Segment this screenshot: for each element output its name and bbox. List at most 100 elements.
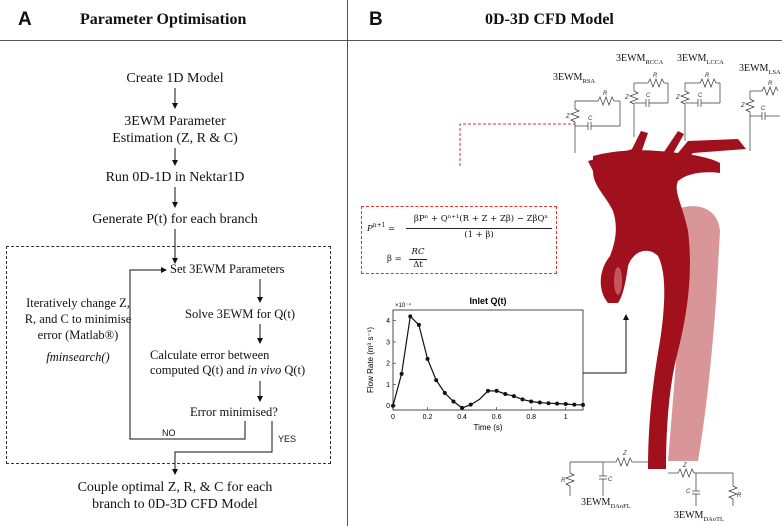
x-tick-label: 0.2 [423,414,433,421]
eq-beta-num: RC [411,247,425,257]
circuit-lsa [745,86,780,151]
step-calc-error-2: computed Q(t) and in vivo Q(t) [150,363,340,378]
lcca-c: C [698,93,703,99]
eq-beta: β = [387,254,402,264]
data-point [486,388,490,393]
circuit-daotl [668,468,738,506]
calc-italic: in vivo [247,363,282,377]
daotl-z: Z [682,463,687,469]
data-point [529,399,534,404]
data-point [425,356,430,361]
eq-beta-bar [409,259,427,260]
loop-no [129,267,246,440]
vessel-branch-rcca [631,131,648,156]
eq-denominator: (1 + β) [464,230,494,240]
side-note-1: Iteratively change Z, [26,296,130,310]
circuit-rcca [629,78,669,137]
chart-title: Inlet Q(t) [470,296,507,306]
y-tick-label: 2 [386,361,390,368]
x-tick-label: 0 [391,414,395,421]
data-point [460,405,465,410]
x-tick-label: 0.4 [457,414,467,421]
optimisation-loop-box [6,246,331,464]
lsa-z: Z [740,103,745,109]
label-3ewm-lsa: 3EWMLSA [739,63,781,76]
daofl-c: C [608,477,613,483]
calc-prefix: computed Q(t) and [150,363,248,377]
panel-a-title: Parameter Optimisation [80,11,247,28]
equation-box: Pn+1 = βPⁿ + Qⁿ⁺¹(R + Z + Zβ) − ZβQⁿ (1 … [361,206,557,274]
lcca-z: Z [675,95,680,101]
lsa-c: C [761,106,766,112]
rsa-z: Z [565,114,570,120]
data-point [511,394,516,399]
data-point [572,402,577,407]
step-couple-1: Couple optimal Z, R, & C for each [77,480,273,495]
y-tick-label: 3 [386,339,390,346]
rsa-c: C [588,116,593,122]
vessel-branch-rsa [588,149,635,171]
panel-a-letter: A [18,9,32,30]
label-3ewm-daofl: 3EWMDAoFL [581,497,631,510]
rcca-c: C [646,93,651,99]
data-point [563,402,568,407]
chart-y-label: Flow Rate (m³ s⁻¹) [366,327,375,393]
step-calc-error-1: Calculate error between [150,348,270,362]
x-tick-label: 0.8 [526,414,536,421]
y-tick-label: 0 [386,403,390,410]
lcca-r: R [705,73,710,79]
header-divider [0,40,782,41]
branch-yes-label: YES [278,434,297,444]
x-tick-label: 1 [564,414,568,421]
step-generate-pressure: Generate P(t) for each branch [92,212,258,227]
vessel-branch-lcca [658,131,684,166]
side-note-function: fminsearch() [46,350,110,364]
data-point [494,388,499,393]
side-note-2: R, and C to minimise [24,312,132,326]
panel-divider [347,0,348,526]
step-estimation-1: 3EWM Parameter [124,114,226,129]
step-run-nektar: Run 0D-1D in Nektar1D [105,170,245,185]
data-point [503,392,508,397]
chart-frame [392,309,584,411]
data-point [468,402,473,407]
vessel-arch [593,150,720,470]
data-point [451,399,456,404]
daofl-z: Z [622,451,627,457]
step-couple-2: branch to 0D-3D CFD Model [92,497,258,512]
panel-b-letter: B [369,9,383,30]
loop-yes [172,421,273,475]
label-3ewm-rsa: 3EWMRSA [553,72,596,85]
eq-beta-den: Δt [413,260,423,270]
step-create-model: Create 1D Model [126,71,224,86]
rsa-r: R [603,91,608,97]
data-point [537,400,542,405]
vessel-and-circuits: R C Z R C Z R C Z R C Z R C Z Z C R [459,73,780,506]
step-error-minimised: Error minimised? [190,405,278,419]
data-point [416,322,421,327]
step-estimation-2: Estimation (Z, R & C) [112,131,238,146]
rcca-r: R [653,73,658,79]
label-3ewm-rcca: 3EWMRCCA [616,53,664,66]
circuit-daofl [565,457,648,496]
data-point [391,403,395,408]
y-tick-label: 4 [386,318,390,325]
daofl-r: R [561,478,566,484]
eq-numerator: βPⁿ + Qⁿ⁺¹(R + Z + Zβ) − ZβQⁿ [413,214,549,224]
data-point [581,402,585,407]
data-point [442,390,447,395]
data-point [520,397,525,402]
panel-b-title: 0D-3D CFD Model [485,11,614,28]
data-point [434,378,439,383]
connector-dashed [459,123,575,166]
vessel-branch-lsa [673,139,746,166]
branch-no-label: NO [162,428,176,438]
x-tick-label: 0.6 [492,414,502,421]
y-tick-label: 1 [386,382,390,389]
lsa-r: R [768,81,773,87]
data-point [399,371,404,376]
rcca-z: Z [624,95,629,101]
chart-y-multiplier: ×10⁻⁴ [395,302,411,309]
daotl-r: R [737,493,742,499]
